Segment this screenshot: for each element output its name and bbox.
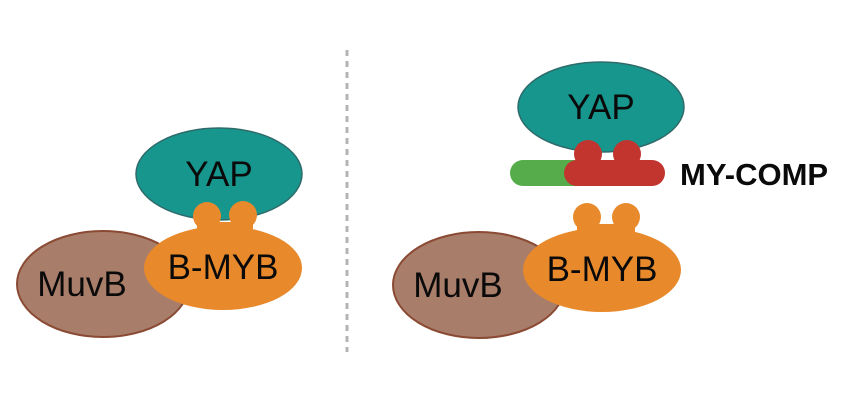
left-bmyb-label: B-MYB <box>168 248 279 287</box>
left-bmyb-shape <box>144 226 302 310</box>
mycomp-label: MY-COMP <box>680 157 828 192</box>
right-bmyb-protein: B-MYB <box>523 203 681 312</box>
left-panel: YAP B-MYB MuvB <box>16 127 303 338</box>
mycomp-red-segment <box>564 160 665 186</box>
mycomp-compound: MY-COMP <box>510 140 828 192</box>
left-bmyb-protein: B-MYB <box>144 201 302 310</box>
right-bmyb-label: B-MYB <box>547 250 658 289</box>
right-bmyb-shape <box>523 228 681 312</box>
right-yap-protein: YAP <box>517 61 685 153</box>
right-yap-label: YAP <box>567 88 634 127</box>
left-yap-protein: YAP <box>135 127 303 221</box>
right-muvb-label: MuvB <box>413 266 502 305</box>
left-yap-label: YAP <box>185 155 252 194</box>
left-muvb-label: MuvB <box>37 265 126 304</box>
right-panel: YAP MY-COMP B-MYB MuvB <box>392 61 828 339</box>
